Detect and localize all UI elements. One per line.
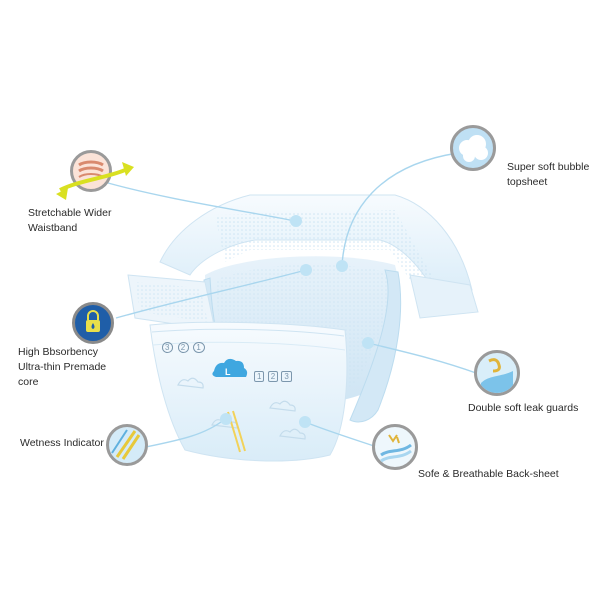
connector-dots (220, 215, 374, 428)
label-wetness-indicator: Wetness Indicator (20, 437, 104, 449)
padlock-droplet-icon (72, 302, 114, 344)
leak-guard-right (349, 269, 402, 423)
cloud-bubble-icon (450, 125, 496, 171)
size-badge-letter: L (225, 367, 231, 377)
wave-leak-guard-icon (474, 350, 520, 396)
stretch-arrow-icon (56, 162, 134, 200)
print-digits-right: 1 2 3 (254, 371, 292, 382)
yellow-stripes-icon (106, 424, 148, 466)
label-leak-guards: Double soft leak guards (468, 402, 579, 414)
size-cloud-badge (212, 358, 248, 377)
label-absorbency: High Bbsorbency Ultra-thin Premade core (18, 346, 107, 388)
label-topsheet: Super soft bubble topsheet (507, 161, 590, 188)
label-waistband: Stretchable Wider Waistband (28, 207, 112, 234)
label-backsheet: Sofe & Breathable Back-sheet (418, 468, 559, 480)
front-panel (149, 321, 348, 462)
breathable-backsheet-icon (372, 424, 418, 470)
print-digits-left: 3 2 1 (162, 342, 205, 353)
connector-lines (107, 152, 477, 448)
right-side-tab (409, 274, 479, 319)
